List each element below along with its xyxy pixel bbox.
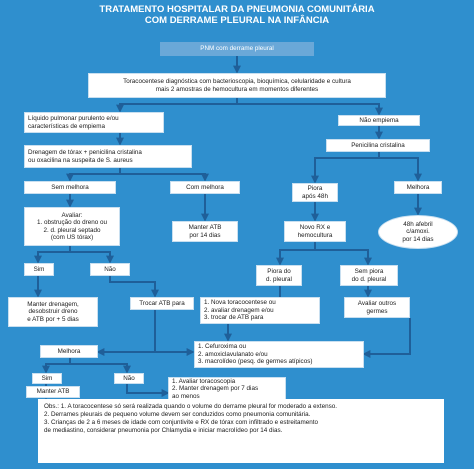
node-piora-48h: Piora após 48h — [292, 183, 338, 202]
node-cefuroxima: 1. Cefuroxima ou 2. amoxiclavulanato e/o… — [194, 341, 364, 368]
arrow-nao-to-toracoscopia — [126, 384, 170, 397]
arrow-trocar-atb-to-cefuroxima — [154, 310, 195, 356]
node-avaliar-toracoscopia: 1. Avaliar toracoscopia 2. Manter drenag… — [168, 377, 286, 401]
node-avaliar-outros-label: Avaliar outros germes — [357, 300, 397, 315]
node-sem-melhora-label: Sem melhora — [51, 183, 89, 191]
node-sim-1-label: Sim — [33, 265, 45, 273]
arrow-penicilina-to-melhora — [379, 157, 422, 182]
obs-line-1: Obs.: 1. A toracocentese só será realiza… — [44, 403, 337, 410]
node-manter-drenagem: Manter drenagem, desobstruir dreno e ATB… — [8, 297, 98, 327]
arrow-novo-rx-to-sem-piora — [315, 249, 372, 266]
node-sem-piora-dp: Sem piora do d. pleural — [340, 265, 398, 286]
arrow-toracocentese-to-liquido — [116, 98, 238, 113]
node-manter-atb-final-label: Manter ATB — [36, 388, 70, 396]
node-avaliar-outros: Avaliar outros germes — [344, 297, 410, 318]
node-avaliar-label: Avaliar: 1. obstrução do dreno ou 2. d. … — [36, 211, 108, 241]
node-cefuroxima-label: 1. Cefuroxima ou 2. amoxiclavulanato e/o… — [198, 343, 313, 366]
node-drenagem: Drenagem de tórax + penicilina cristalin… — [24, 145, 192, 168]
node-nova-toracocentese: 1. Nova toracocentese ou 2. avaliar dren… — [200, 297, 320, 324]
node-drenagem-label: Drenagem de tórax + penicilina cristalin… — [28, 149, 142, 164]
node-nao-empiema: Não empiema — [338, 115, 420, 126]
node-liquido-purulento: Líquido pulmonar purulento e/ou caracter… — [24, 112, 164, 133]
title-line-2: COM DERRAME PLEURAL NA INFÂNCIA — [144, 15, 330, 26]
node-avaliar: Avaliar: 1. obstrução do dreno ou 2. d. … — [24, 207, 120, 246]
arrow-avaliar-to-sim — [34, 246, 71, 264]
node-penicilina-cristalina: Penicilina cristalina — [326, 139, 430, 152]
arrow-penicilina-to-piora — [311, 152, 380, 184]
node-sem-piora-dp-label: Sem piora do d. pleural — [351, 268, 387, 283]
obs-line-3: 3. Crianças de 2 a 6 meses de idade com … — [44, 419, 319, 426]
node-melhora-baixo-label: Melhora — [57, 347, 81, 355]
obs-line-4: de mediastino, considerar pneumonia por … — [44, 427, 283, 434]
node-amoxi-48h-label: 48h afebril c/amoxi. por 14 dias — [402, 220, 434, 243]
node-avaliar-toracoscopia-label: 1. Avaliar toracoscopia 2. Manter drenag… — [172, 377, 259, 400]
node-melhora-direita-label: Melhora — [406, 183, 430, 191]
node-novo-rx-label: Novo RX e hemocultura — [297, 224, 333, 239]
node-pnm-label: PNM com derrame pleural — [200, 45, 274, 53]
node-nova-toracocentese-label: 1. Nova toracocentese ou 2. avaliar dren… — [204, 299, 276, 322]
node-melhora-baixo: Melhora — [40, 345, 98, 358]
node-manter-atb-14: Manter ATB por 14 dias — [172, 221, 238, 242]
node-manter-atb-14-label: Manter ATB por 14 dias — [188, 224, 222, 239]
node-nao-2: Não — [114, 373, 144, 384]
node-sim-2-label: Sim — [41, 374, 53, 382]
node-nao-empiema-label: Não empiema — [359, 116, 399, 124]
node-toracocentese-label: Toracocentese diagnóstica com bacteriosc… — [123, 78, 351, 93]
observations-box: Obs.: 1. A toracocentese só será realiza… — [38, 399, 444, 463]
arrow-nao-to-trocar-atb — [109, 276, 159, 298]
node-amoxi-48h: 48h afebril c/amoxi. por 14 dias — [378, 215, 458, 249]
node-melhora-direita: Melhora — [394, 181, 442, 194]
arrow-toracocentese-to-nao-empiema — [237, 103, 383, 116]
node-piora-48h-label: Piora após 48h — [302, 185, 328, 200]
arrow-novo-rx-to-piora-dp — [276, 242, 316, 266]
node-liquido-purulento-label: Líquido pulmonar purulento e/ou caracter… — [28, 115, 119, 130]
node-com-melhora-label: Com melhora — [186, 183, 224, 191]
node-manter-drenagem-label: Manter drenagem, desobstruir dreno e ATB… — [27, 300, 79, 323]
node-nao-2-label: Não — [123, 374, 135, 382]
node-nao-1: Não — [90, 263, 130, 276]
node-trocar-atb: Trocar ATB para — [130, 297, 194, 310]
node-sem-melhora: Sem melhora — [24, 181, 116, 194]
obs-line-2: 2. Derrames pleurais de pequeno volume d… — [44, 411, 311, 418]
node-sim-2: Sim — [32, 373, 62, 384]
arrow-avaliar-to-nao — [70, 251, 114, 264]
arrow-drenagem-to-com-melhora — [120, 173, 209, 182]
flowchart-title: TRATAMENTO HOSPITALAR DA PNEUMONIA COMUN… — [0, 4, 474, 26]
arrow-avaliar-outros-to-cefuroxima — [362, 318, 411, 358]
node-nao-1-label: Não — [104, 265, 116, 273]
node-sim-1: Sim — [24, 263, 54, 276]
node-com-melhora: Com melhora — [170, 181, 240, 194]
title-line-1: TRATAMENTO HOSPITALAR DA PNEUMONIA COMUN… — [99, 4, 375, 15]
node-penicilina-cristalina-label: Penicilina cristalina — [351, 141, 405, 149]
arrow-melhora-to-nao — [70, 363, 131, 374]
node-piora-dp-label: Piora do d. pleural — [266, 268, 292, 283]
arrow-melhora-to-sim — [42, 358, 71, 374]
node-pnm-derrame: PNM com derrame pleural — [160, 42, 314, 56]
node-trocar-atb-label: Trocar ATB para — [139, 299, 185, 307]
node-piora-dp: Piora do d. pleural — [256, 265, 302, 286]
node-toracocentese: Toracocentese diagnóstica com bacteriosc… — [88, 73, 386, 98]
node-manter-atb-final: Manter ATB — [26, 386, 80, 398]
arrow-drenagem-to-sem-melhora — [66, 168, 121, 182]
node-novo-rx: Novo RX e hemocultura — [284, 221, 346, 242]
